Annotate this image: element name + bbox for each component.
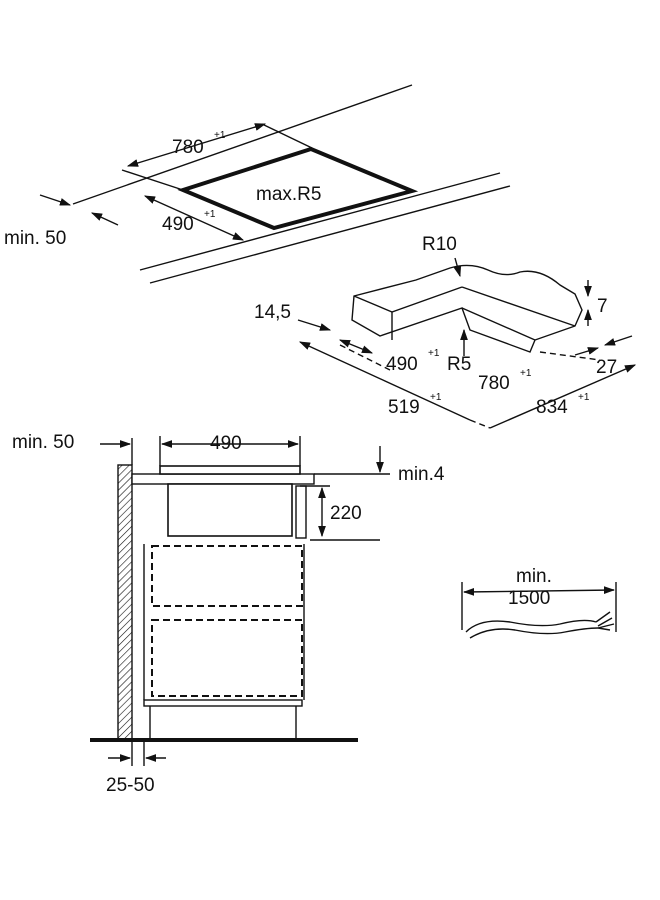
dim-834-line [489,364,637,429]
dim-7-label: 7 [597,296,608,317]
dim-490-label: 490 [162,214,194,235]
countertop-cutout [39,84,511,284]
dim-14-5-label: 14,5 [254,302,291,323]
dim-490-flush-tol: +1 [428,348,440,359]
drawer-lower [151,619,303,697]
flush-mount-rebate [297,257,637,429]
dim-519-label: 519 [388,397,420,418]
dim-490-flush-line [338,339,374,354]
dim-780-flush-tol: +1 [520,368,532,379]
dim-490-tol: +1 [204,209,216,220]
dim-490-line [143,195,245,241]
cable-lower [469,627,599,639]
dim-519-dash [469,419,491,429]
dim-220-label: 220 [330,503,362,524]
ext-line [261,123,313,149]
cable-wires [595,611,615,631]
countertop-back-edge [72,84,413,205]
dim-27-label: 27 [596,357,617,378]
dim-780-label: 780 [172,137,204,158]
ext-dash [339,344,391,371]
side-min50-label: min. 50 [12,432,74,453]
rebate-inner-3 [461,307,536,341]
cable-upper [465,619,597,633]
dim-780-tol: +1 [214,130,226,141]
dim-min50-arrow-b [90,212,119,226]
cable-min-label: min. [516,566,552,587]
max-radius-label: max.R5 [256,184,321,205]
wall-hatch [117,464,133,741]
hob-body [167,483,293,537]
r10-leader [453,257,462,278]
dim-780-flush-label: 780 [478,373,510,394]
min-front-label: min. 50 [4,228,66,249]
ext-line [121,169,184,191]
dim-25-50-label: 25-50 [106,775,155,796]
hob-glass [159,465,301,475]
drawer-upper [151,545,303,607]
ext-dash [539,351,601,361]
rebate-inner [353,286,463,313]
power-cable [461,582,617,639]
dim-14-5-arrow [297,319,332,331]
dim-519-tol: +1 [430,392,442,403]
dim-min50-arrow-a [39,194,72,206]
cabinet-base [143,699,303,707]
dim-1500-line [462,586,616,596]
rebate-inner-2 [461,286,576,327]
dim-27-arrow [603,335,633,346]
countertop-section [131,473,315,485]
countertop-front-edge-2 [149,185,511,284]
dim-490-side-label: 490 [210,433,242,454]
r5-label: R5 [447,354,471,375]
countertop-front-edge-1 [139,172,501,271]
dim-490-flush-label: 490 [386,354,418,375]
side-section [90,436,390,766]
rebate-outline [351,264,583,353]
r10-label: R10 [422,234,457,255]
dim-27-arrow-b [574,347,600,356]
dim-780-line [126,123,267,167]
min4-label: min.4 [398,464,445,485]
hob-side [295,485,307,539]
dim-834-tol: +1 [578,392,590,403]
dim-519-line [298,341,471,421]
dim-834-label: 834 [536,397,568,418]
cable-1500-label: 1500 [508,588,550,609]
